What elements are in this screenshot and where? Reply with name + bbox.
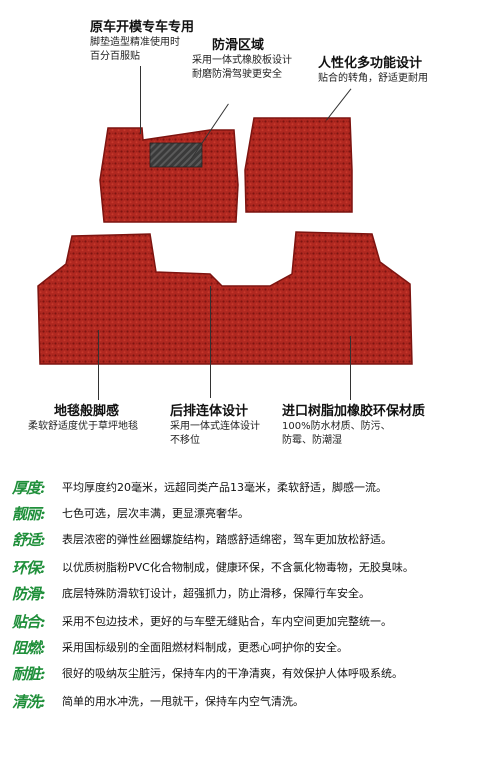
feature-label: 贴合:	[12, 612, 46, 631]
callout-line: 100%防水材质、防污、	[282, 421, 391, 432]
callout-line: 柔软舒适度优于草坪地毯	[28, 421, 138, 432]
feature-row-eco: 环保: 以优质树脂粉PVC化合物制成，健康环保，不含氯化物毒物，无胶臭味。	[0, 554, 480, 580]
feature-row-fit: 贴合: 采用不包边技术，更好的与车壁无缝贴合，车内空间更加完整统一。	[0, 608, 480, 634]
callout-material: 进口树脂加橡胶环保材质 100%防水材质、防污、 防霉、防潮湿	[282, 404, 425, 448]
feature-label: 环保:	[12, 558, 46, 577]
feature-label: 清洗:	[12, 692, 46, 711]
feature-label: 厚度:	[12, 478, 46, 497]
leader-line-material	[350, 336, 351, 400]
callout-title: 防滑区域	[212, 38, 265, 53]
feature-text: 采用国标级别的全面阻燃材料制成，更悉心呵护你的安全。	[62, 641, 348, 654]
callout-title: 后排连体设计	[170, 404, 249, 419]
callout-title: 进口树脂加橡胶环保材质	[282, 404, 426, 419]
driver-mat	[99, 127, 239, 223]
feature-label: 耐脏:	[12, 664, 46, 683]
callout-carpet: 地毯般脚感 柔软舒适度优于草坪地毯	[28, 404, 138, 434]
feature-label: 防滑:	[12, 584, 46, 603]
callout-line: 耐磨防滑驾驶更安全	[192, 69, 282, 80]
feature-row-wash: 清洗: 简单的用水冲洗，一甩就干，保持车内空气清洗。	[0, 688, 480, 714]
feature-text: 采用不包边技术，更好的与车壁无缝贴合，车内空间更加完整统一。	[62, 615, 392, 628]
feature-row-dirt: 耐脏: 很好的吸纳灰尘脏污，保持车内的干净清爽，有效保护人体呼吸系统。	[0, 660, 480, 686]
feature-row-thickness: 厚度: 平均厚度约20毫米，远超同类产品13毫米，柔软舒适，脚感一流。	[0, 474, 480, 500]
feature-row-flame: 阻燃: 采用国标级别的全面阻燃材料制成，更悉心呵护你的安全。	[0, 634, 480, 660]
callout-title: 原车开模专车专用	[90, 20, 195, 35]
callout-line: 不移位	[170, 435, 200, 446]
feature-text: 平均厚度约20毫米，远超同类产品13毫米，柔软舒适，脚感一流。	[62, 481, 387, 494]
rear-mat	[37, 231, 413, 365]
feature-text: 底层特殊防滑软钉设计，超强抓力，防止滑移，保障行车安全。	[62, 587, 370, 600]
callout-line: 防霉、防潮湿	[282, 435, 342, 446]
callout-antislip: 防滑区域 采用一体式橡胶板设计 耐磨防滑驾驶更安全	[192, 38, 292, 82]
feature-row-beauty: 靓丽: 七色可选，层次丰满，更显漂亮奢华。	[0, 500, 480, 526]
callout-title: 地毯般脚感	[54, 404, 120, 419]
feature-label: 阻燃:	[12, 638, 46, 657]
callout-title: 人性化多功能设计	[318, 56, 423, 71]
callout-humanized: 人性化多功能设计 贴合的转角，舒适更耐用	[318, 56, 428, 86]
leader-line-rear	[210, 286, 211, 398]
leader-line-oem	[140, 66, 141, 134]
callout-line: 脚垫造型精准使用时	[90, 37, 180, 48]
feature-text: 很好的吸纳灰尘脏污，保持车内的干净清爽，有效保护人体呼吸系统。	[62, 667, 403, 680]
callout-line: 采用一体式橡胶板设计	[192, 55, 292, 66]
feature-row-antislip: 防滑: 底层特殊防滑软钉设计，超强抓力，防止滑移，保障行车安全。	[0, 580, 480, 606]
callout-line: 百分百服贴	[90, 51, 140, 62]
feature-label: 舒适:	[12, 530, 46, 549]
callout-oem: 原车开模专车专用 脚垫造型精准使用时 百分百服贴	[90, 20, 194, 64]
feature-text: 以优质树脂粉PVC化合物制成，健康环保，不含氯化物毒物，无胶臭味。	[62, 561, 414, 574]
feature-row-comfort: 舒适: 表层浓密的弹性丝圈螺旋结构，踏感舒适绵密，驾车更加放松舒适。	[0, 526, 480, 552]
feature-text: 表层浓密的弹性丝圈螺旋结构，踏感舒适绵密，驾车更加放松舒适。	[62, 533, 392, 546]
leader-line-carpet	[98, 330, 99, 400]
feature-text: 简单的用水冲洗，一甩就干，保持车内空气清洗。	[62, 695, 304, 708]
callout-rear: 后排连体设计 采用一体式连体设计 不移位	[170, 404, 260, 448]
passenger-mat	[244, 117, 353, 213]
callout-line: 贴合的转角，舒适更耐用	[318, 73, 428, 84]
feature-label: 靓丽:	[12, 504, 46, 523]
feature-text: 七色可选，层次丰满，更显漂亮奢华。	[62, 507, 249, 520]
callout-line: 采用一体式连体设计	[170, 421, 260, 432]
